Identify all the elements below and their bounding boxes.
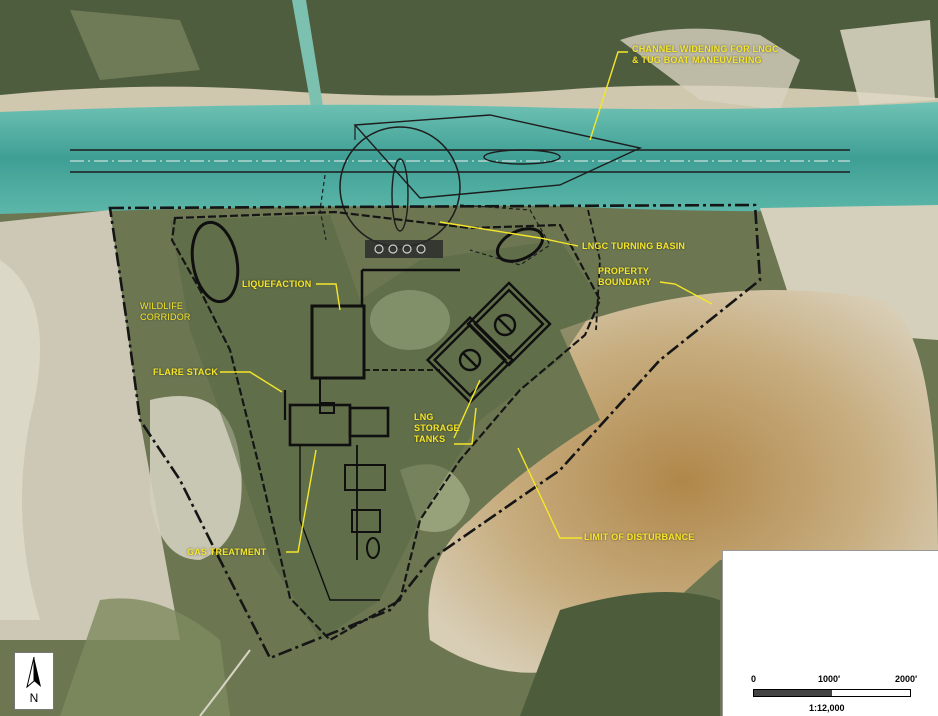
label-liquefaction: LIQUEFACTION [242,279,312,289]
label-lng-storage-line3: TANKS [414,434,446,444]
channel-water [0,102,938,214]
limit-of-disturbance-line [170,210,602,642]
label-lng-storage-tanks: LNG STORAGE TANKS [414,412,460,445]
site-vegetation [170,215,600,640]
scale-tick-2000: 2000' [895,674,918,684]
lng-storage-tanks [425,281,552,405]
cleared-pad [370,290,450,350]
scale-bar-panel: 0 1000' 2000' 1:12,000 [722,550,938,716]
label-wildlife-corridor-line2: CORRIDOR [140,312,191,322]
ship-outline [483,149,561,165]
label-turning-basin: LNGC TURNING BASIN [582,241,686,251]
label-channel-widening-line2: & TUG BOAT MANEUVERING [632,55,762,65]
label-property-boundary-line2: BOUNDARY [598,277,652,287]
scale-tick-1000: 1000' [818,674,841,684]
docked-ship [391,158,409,232]
label-wildlife-corridor: WILDLIFE CORRIDOR [140,301,191,323]
liquefaction-area [310,304,366,380]
label-property-boundary-line1: PROPERTY [598,266,650,276]
north-arrow: N [14,652,54,710]
leader-lines [220,51,713,553]
label-flare-stack: FLARE STACK [153,367,219,377]
south-veg [520,592,720,716]
scale-bar [753,689,911,697]
label-lng-storage-line2: STORAGE [414,423,460,433]
wildlife-pond-west [190,220,240,304]
north-dune-1 [620,28,800,111]
channel-widening-outline [353,114,643,199]
southwest-veg [60,598,230,716]
north-letter: N [29,691,39,705]
north-dune-2 [840,20,935,105]
label-property-boundary: PROPERTY BOUNDARY [598,266,651,288]
scale-ratio: 1:12,000 [809,703,845,713]
pond-east [495,227,545,263]
scale-tick-0: 0 [751,674,757,684]
label-channel-widening: CHANNEL WIDENING FOR LNGC & TUG BOAT MAN… [632,44,779,66]
north-veg-patch [70,10,200,80]
tidal-flat [428,290,938,673]
label-gas-treatment: GAS TREATMENT [187,547,267,557]
north-inlet [292,0,324,112]
property-boundary-line [108,203,762,660]
label-channel-widening-line1: CHANNEL WIDENING FOR LNGC [632,44,779,54]
label-lng-storage-line1: LNG [414,412,434,422]
west-dune [0,260,40,620]
label-limit-of-disturbance: LIMIT OF DISTURBANCE [584,532,695,542]
marine-dock [365,240,443,258]
west-sand-flat [0,210,180,640]
north-arrow-icon [26,656,41,689]
label-wildlife-corridor-line1: WILDLIFE [140,301,184,311]
west-clearing [150,396,242,560]
